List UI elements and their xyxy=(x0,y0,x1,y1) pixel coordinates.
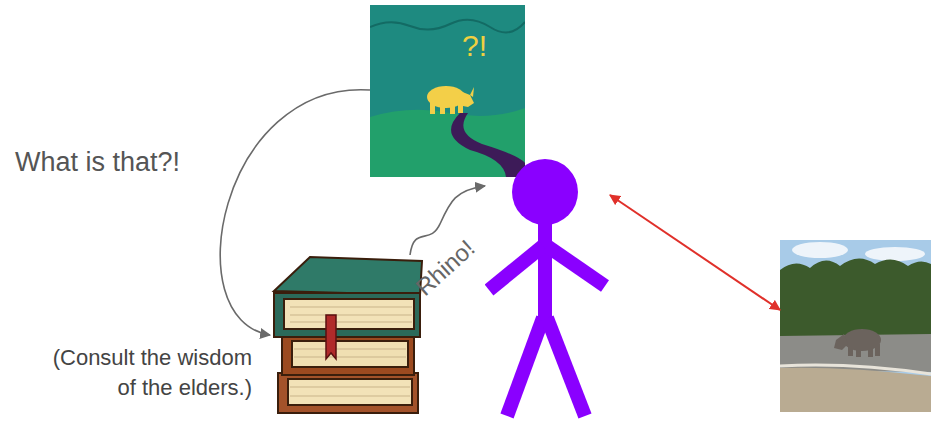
painting-node: ?! xyxy=(370,5,525,177)
middle-pages xyxy=(292,341,408,367)
painting-horizon xyxy=(370,20,525,33)
figure-limbs xyxy=(489,224,605,416)
top-cover xyxy=(274,257,422,295)
photo-ground xyxy=(780,368,931,412)
painting-sky xyxy=(370,5,525,177)
person-node xyxy=(485,158,610,420)
book-stack xyxy=(274,257,422,413)
middle-book xyxy=(282,335,414,375)
photo-node xyxy=(780,240,931,412)
question-arrow xyxy=(220,90,370,335)
question-label: What is that?! xyxy=(15,146,245,179)
exclamation-text: ?! xyxy=(462,29,522,63)
top-pages xyxy=(284,299,414,329)
books-illustration xyxy=(270,255,425,417)
bottom-book xyxy=(278,373,418,413)
painting-river xyxy=(451,113,525,177)
bookmark-ribbon xyxy=(326,315,336,359)
rhino-photo xyxy=(780,240,931,412)
photo-rhino xyxy=(834,329,881,357)
books-node: (Consult the wisdom of the elders.) xyxy=(270,255,425,417)
photo-trees xyxy=(780,258,931,340)
painting-rhino xyxy=(427,86,474,114)
top-book xyxy=(274,293,420,337)
figure-head xyxy=(512,159,578,225)
page-lines xyxy=(290,307,412,396)
bottom-pages xyxy=(288,379,412,405)
stick-figure xyxy=(485,158,610,420)
note-text: (Consult the wisdom of the elders.) xyxy=(32,343,252,403)
photo-cloud xyxy=(865,247,925,261)
painting-illustration xyxy=(370,5,525,177)
painting-field xyxy=(370,108,525,177)
photo-sky xyxy=(780,240,931,412)
photo-cloud xyxy=(792,242,848,258)
photo-curb xyxy=(780,365,931,374)
perception-arrow xyxy=(610,195,780,310)
